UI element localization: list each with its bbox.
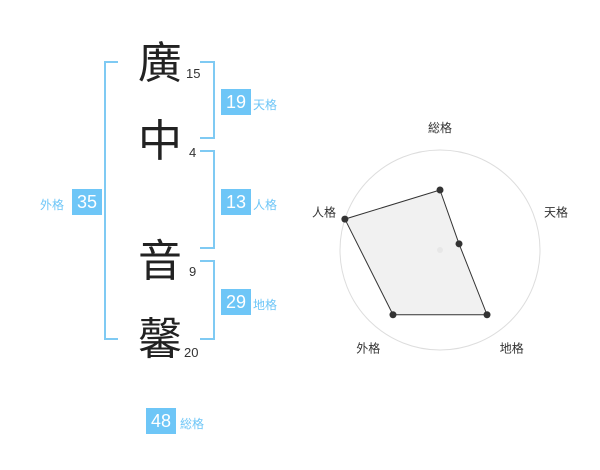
- tenkaku-badge: 19: [221, 89, 251, 115]
- chikaku-label: 地格: [253, 298, 278, 312]
- radar-point: [389, 311, 397, 319]
- stroke-count-3: 9: [189, 264, 197, 279]
- radar-polygon: [344, 189, 488, 316]
- chikaku-badge: 29: [221, 289, 251, 315]
- name-char-4: 馨: [138, 314, 182, 365]
- soukaku-badge: 48: [146, 408, 176, 434]
- soukaku-label: 総格: [180, 417, 205, 431]
- radar-axis-label: 人格: [312, 204, 336, 219]
- radar-point: [341, 215, 349, 223]
- radar-axis-label: 外格: [356, 341, 380, 356]
- jinkaku-bracket: [200, 150, 215, 249]
- stroke-count-4: 20: [184, 345, 199, 360]
- stroke-count-2: 4: [189, 145, 197, 160]
- name-char-3: 音: [138, 236, 182, 287]
- radar-point: [483, 311, 491, 319]
- radar-point: [455, 240, 463, 248]
- tenkaku-label: 天格: [253, 98, 278, 112]
- name-char-1: 廣: [138, 38, 182, 89]
- jinkaku-label: 人格: [253, 198, 278, 212]
- name-char-2: 中: [138, 116, 182, 167]
- gaikaku-bracket: [104, 61, 118, 340]
- radar-axis-label: 天格: [544, 204, 568, 219]
- radar-axis-label: 総格: [428, 120, 452, 135]
- stroke-count-1: 15: [186, 66, 201, 81]
- radar-point: [436, 186, 444, 194]
- jinkaku-badge: 13: [221, 189, 251, 215]
- tenkaku-bracket: [200, 61, 215, 139]
- gaikaku-label: 外格: [40, 198, 65, 212]
- chikaku-bracket: [200, 260, 215, 340]
- radar-axis-label: 地格: [500, 341, 524, 356]
- gaikaku-badge: 35: [72, 189, 102, 215]
